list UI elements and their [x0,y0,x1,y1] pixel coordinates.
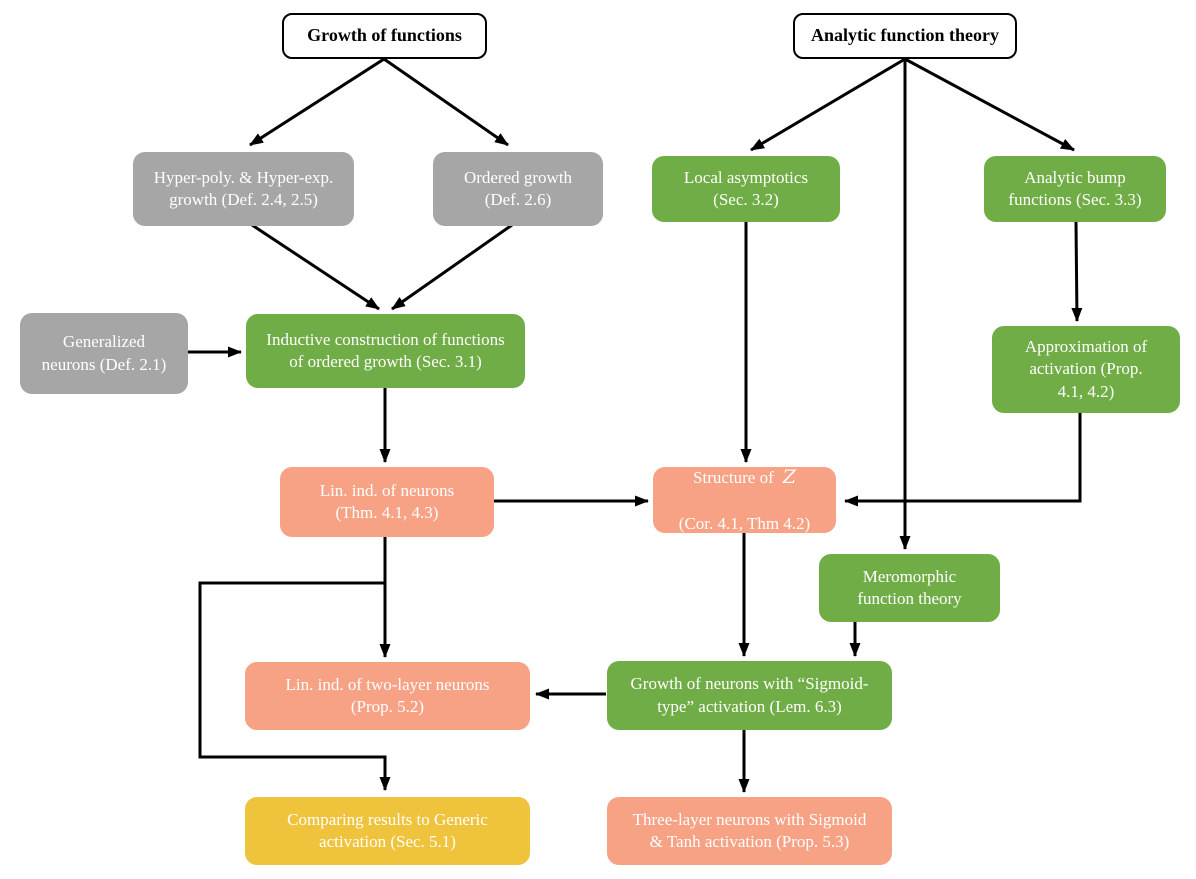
arrow-hyper-to-inductive [251,223,380,311]
node-lin-ind-of-neurons: Lin. ind. of neurons (Thm. 4.1, 4.3) [280,467,494,537]
node-ordered-growth: Ordered growth (Def. 2.6) [433,152,603,226]
node-meromorphic-function-theory: Meromorphic function theory [819,554,1000,622]
script-z-symbol: Z [782,466,796,489]
arrow-bump-to-approximation [1071,221,1083,322]
arrow-linind-bypass-to-comparing [198,581,391,791]
node-lin-ind-two-layer-neurons: Lin. ind. of two-layer neurons (Prop. 5.… [245,662,530,730]
arrow-analytic-to-local [750,57,906,152]
node-growth-of-functions: Growth of functions [282,13,487,59]
node-growth-sigmoid-type: Growth of neurons with “Sigmoid- type” a… [607,661,892,730]
arrow-analytic-to-bump [904,57,1075,152]
node-local-asymptotics: Local asymptotics (Sec. 3.2) [652,156,840,222]
node-hyper-growth: Hyper-poly. & Hyper-exp. growth (Def. 2.… [133,152,354,226]
arrow-ordered-to-inductive [391,223,513,311]
arrow-growth-to-ordered [383,57,509,147]
arrow-growth-to-hyper [249,57,385,147]
structure-of-z-label: Structure of Z (Cor. 4.1, Thm 4.2) [679,443,810,558]
node-analytic-function-theory: Analytic function theory [793,13,1017,59]
node-structure-of-z: Structure of Z (Cor. 4.1, Thm 4.2) [653,466,836,533]
node-comparing-generic-activation: Comparing results to Generic activation … [245,797,530,865]
node-three-layer-neurons: Three-layer neurons with Sigmoid & Tanh … [607,797,892,865]
arrow-approximation-to-structure [844,413,1082,507]
node-generalized-neurons: Generalized neurons (Def. 2.1) [20,313,188,394]
node-approximation-of-activation: Approximation of activation (Prop. 4.1, … [992,326,1180,413]
node-analytic-bump-functions: Analytic bump functions (Sec. 3.3) [984,156,1166,222]
structure-of-z-prefix: Structure of [693,468,774,488]
node-inductive-construction: Inductive construction of functions of o… [246,314,525,388]
structure-of-z-refs: (Cor. 4.1, Thm 4.2) [678,513,811,533]
